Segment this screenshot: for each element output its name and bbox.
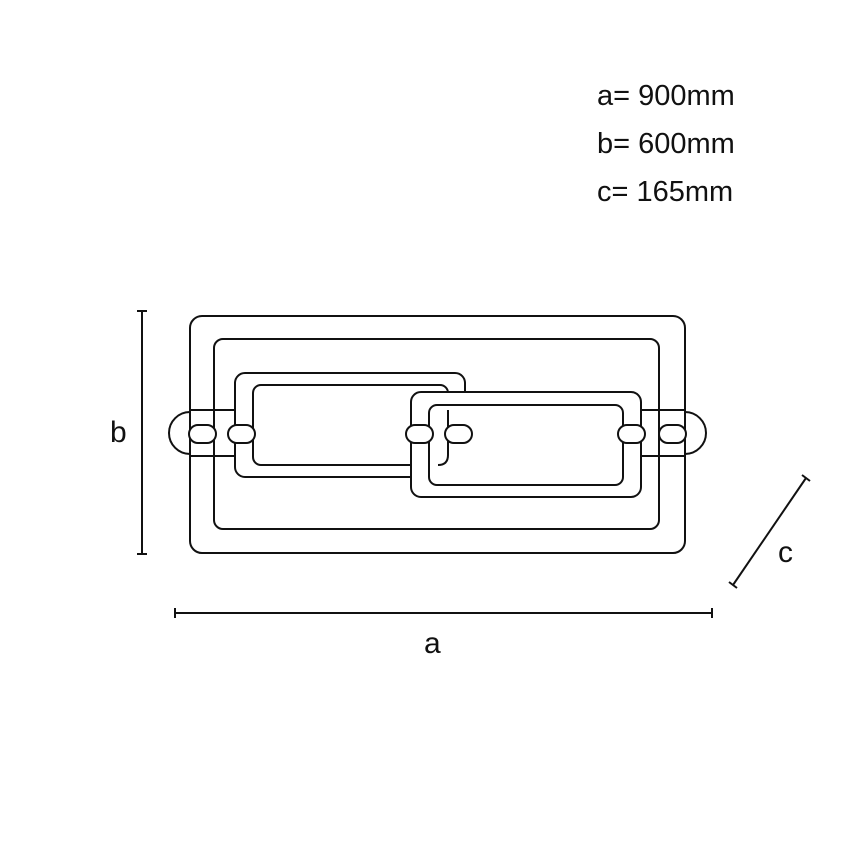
clip-4 (444, 424, 473, 444)
spec-c: c= 165mm (597, 176, 734, 208)
right-lug (684, 411, 707, 455)
dimension-b (137, 310, 147, 555)
left-lug (168, 411, 191, 455)
dimension-c (728, 474, 811, 589)
dimension-c-tick-bottom (728, 581, 738, 589)
dimension-a-label: a (424, 627, 441, 660)
dimension-b-label: b (110, 416, 127, 449)
lamp-outline (168, 315, 707, 554)
dimension-c-label: c (778, 536, 793, 569)
dimension-c-tick-top (801, 474, 811, 482)
dimension-c-line (732, 477, 807, 586)
clip-3 (405, 424, 434, 444)
ring-overlap (437, 410, 449, 466)
right-ring-outer (410, 391, 642, 498)
clip-2 (227, 424, 256, 444)
spec-b: b= 600mm (597, 128, 735, 160)
clip-1 (188, 424, 217, 444)
dimension-specs: a= 900mm b= 600mm c= 165mm (597, 72, 735, 216)
right-ring-inner (428, 404, 624, 486)
dimension-a (174, 608, 713, 618)
clip-6 (658, 424, 687, 444)
spec-a: a= 900mm (597, 80, 735, 112)
clip-5 (617, 424, 646, 444)
